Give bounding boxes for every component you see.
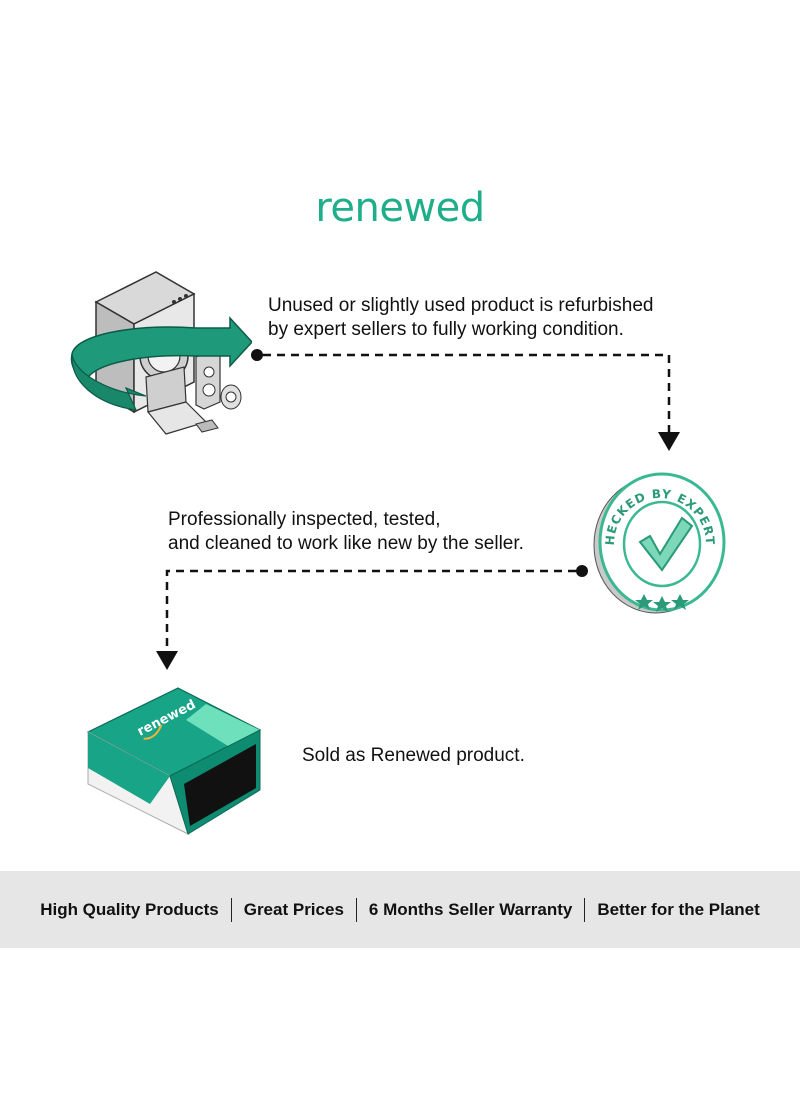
connector-1-arrow-icon	[658, 432, 680, 451]
connector-2-line	[165, 569, 576, 651]
renewed-box-icon: renewed	[86, 687, 262, 835]
connector-1-line	[263, 353, 671, 432]
step-1-line-1: Unused or slightly used product is refur…	[268, 295, 654, 316]
step-1-description: Unused or slightly used product is refur…	[268, 294, 708, 342]
step-3-line-1: Sold as Renewed product.	[302, 745, 525, 766]
benefit-planet: Better for the Planet	[597, 899, 760, 919]
benefits-band: High Quality Products Great Prices 6 Mon…	[0, 871, 800, 948]
benefit-divider	[355, 897, 357, 922]
step-1-line-2: by expert sellers to fully working condi…	[268, 319, 624, 340]
step-2-line-2: and cleaned to work like new by the sell…	[168, 533, 524, 554]
connector-2-arrow-icon	[156, 651, 178, 670]
benefit-warranty: 6 Months Seller Warranty	[368, 899, 573, 919]
connector-2-start-dot	[576, 565, 588, 577]
appliances-recycle-icon	[70, 271, 252, 435]
step-2-line-1: Professionally inspected, tested,	[168, 509, 441, 530]
benefit-divider	[230, 897, 232, 922]
step-3-description: Sold as Renewed product.	[302, 744, 602, 768]
benefit-quality: High Quality Products	[40, 899, 219, 919]
renewed-logo: renewed	[315, 185, 485, 231]
checked-by-experts-badge-icon: CHECKED BY EXPERTS	[592, 466, 726, 614]
step-2-description: Professionally inspected, tested, and cl…	[168, 508, 588, 556]
connector-1-start-dot	[251, 349, 263, 361]
benefit-prices: Great Prices	[243, 899, 344, 919]
benefit-divider	[584, 897, 586, 922]
